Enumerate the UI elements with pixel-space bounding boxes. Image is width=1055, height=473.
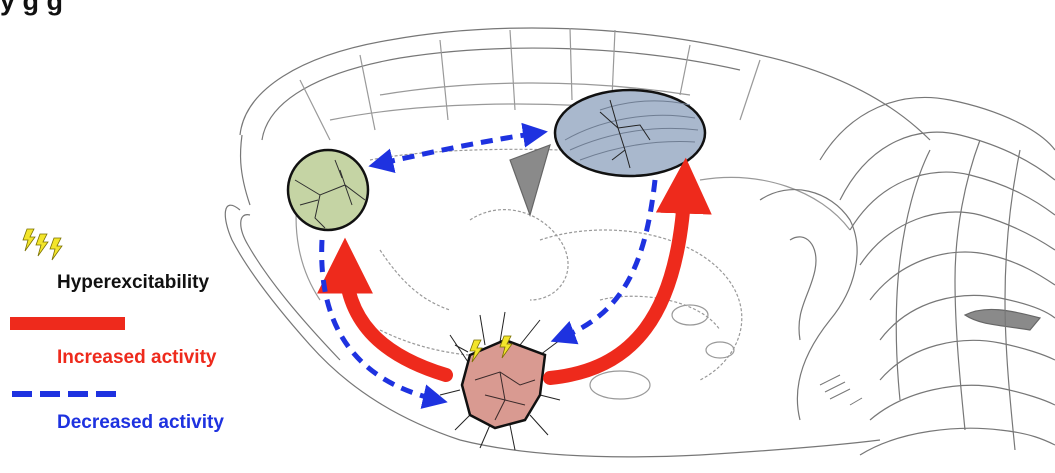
decreased-arrow-blue-to-red (560, 180, 655, 338)
brainstem-marks (820, 375, 862, 405)
blue-region-node (555, 90, 705, 176)
green-region-node (288, 150, 368, 230)
lightning-bolt-icon (36, 234, 48, 256)
lightning-bolt-icon (50, 238, 62, 260)
increased-arrow-to-blue (550, 180, 685, 378)
legend-decreased-label: Decreased activity (57, 412, 224, 434)
legend-increased-line (10, 317, 125, 330)
red-region-node (440, 312, 560, 450)
legend-hyperexcitability-label: Hyperexcitability (57, 272, 209, 294)
lightning-bolt-icon (23, 229, 35, 251)
legend-hyperexcitability-symbol (23, 229, 62, 260)
cerebellum-outline (760, 98, 1055, 456)
legend-increased-label: Increased activity (57, 347, 216, 369)
